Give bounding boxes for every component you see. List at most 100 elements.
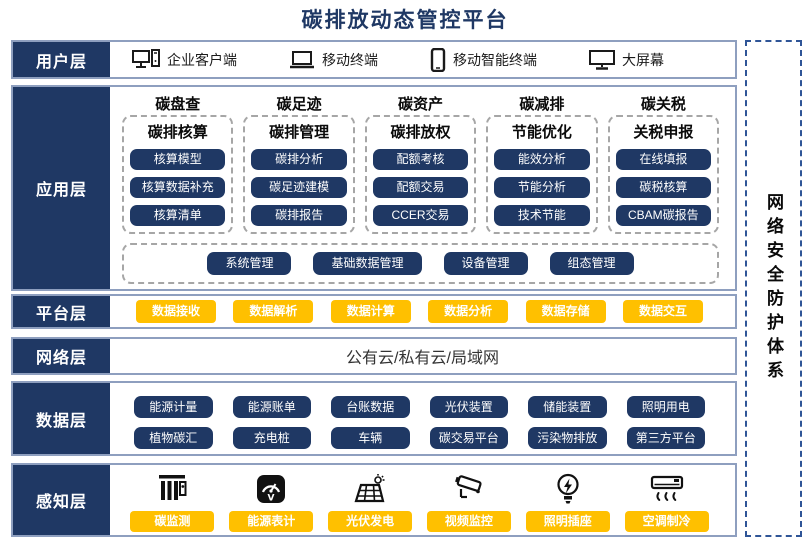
user-layer-label: 用户层 xyxy=(13,42,110,77)
smartphone-icon xyxy=(430,47,446,72)
application-layer-row: 应用层 碳盘查 碳排核算 核算模型 核算数据补充 核算清单 碳足迹 碳排管理 碳… xyxy=(11,85,737,291)
cctv-camera-icon xyxy=(451,470,487,506)
data-source-button: 储能装置 xyxy=(528,396,607,418)
perception-item-label: 空调制冷 xyxy=(624,511,709,532)
network-layer-label: 网络层 xyxy=(13,339,110,373)
app-module-button: 在线填报 xyxy=(615,149,712,170)
network-security-sidebar: 网络安全防护体系 xyxy=(745,40,802,537)
app-column-box: 碳排放权 配额考核 配额交易 CCER交易 xyxy=(364,115,477,234)
app-module-button: 节能分析 xyxy=(494,177,590,198)
user-terminal-label: 企业客户端 xyxy=(167,51,237,68)
perception-item: 碳监测 xyxy=(130,470,215,532)
carbon-monitor-icon xyxy=(155,470,189,506)
app-group-title: 碳排管理 xyxy=(269,124,330,141)
air-conditioner-icon xyxy=(649,470,685,506)
app-module-button: CCER交易 xyxy=(372,205,469,226)
data-layer-row: 数据层 能源计量 能源账单 台账数据 光伏装置 储能装置 照明用电 植物碳汇 充… xyxy=(11,381,737,456)
data-source-button: 车辆 xyxy=(331,427,410,449)
perception-item-label: 视频监控 xyxy=(426,511,511,532)
data-layer-content: 能源计量 能源账单 台账数据 光伏装置 储能装置 照明用电 植物碳汇 充电桩 车… xyxy=(110,383,735,454)
app-common-button: 设备管理 xyxy=(443,252,528,275)
app-module-button: 碳排分析 xyxy=(251,149,347,170)
platform-capability-button: 数据交互 xyxy=(622,300,703,323)
big-screen-icon xyxy=(589,49,615,71)
data-source-button: 能源计量 xyxy=(134,396,213,418)
app-column-box: 关税申报 在线填报 碳税核算 CBAM碳报告 xyxy=(607,115,720,234)
network-layer-row: 网络层 公有云/私有云/局域网 xyxy=(11,337,737,375)
app-common-button: 组态管理 xyxy=(549,252,634,275)
app-column-box: 碳排核算 核算模型 核算数据补充 核算清单 xyxy=(122,115,234,234)
perception-item: 视频监控 xyxy=(426,470,512,532)
app-column-header: 碳减排 xyxy=(519,96,565,113)
app-common-button: 系统管理 xyxy=(207,252,292,275)
app-module-button: 技术节能 xyxy=(494,205,590,226)
app-column-box: 碳排管理 碳排分析 碳足迹建模 碳排报告 xyxy=(243,115,355,234)
perception-layer-content: 碳监测 V 能源表计 光伏发电 视频监控 照明插座 xyxy=(110,465,735,535)
perception-item: 空调制冷 xyxy=(624,470,709,532)
app-group-title: 碳排放权 xyxy=(390,124,451,141)
app-group-title: 关税申报 xyxy=(633,124,694,141)
platform-capability-button: 数据分析 xyxy=(428,300,509,323)
app-column-carbon-tariff: 碳关税 关税申报 在线填报 碳税核算 CBAM碳报告 xyxy=(607,93,720,234)
app-module-button: 核算数据补充 xyxy=(130,177,226,198)
platform-capability-button: 数据计算 xyxy=(330,300,411,323)
svg-text:V: V xyxy=(268,494,275,504)
app-module-button: 碳足迹建模 xyxy=(251,177,347,198)
perception-item: 照明插座 xyxy=(525,470,610,532)
data-source-button: 充电桩 xyxy=(232,427,311,449)
app-column-header: 碳关税 xyxy=(640,96,686,113)
perception-item-label: 光伏发电 xyxy=(328,511,413,532)
perception-layer-label: 感知层 xyxy=(13,465,110,535)
app-column-header: 碳资产 xyxy=(398,96,444,113)
perception-item: V 能源表计 xyxy=(229,470,314,532)
app-module-button: 配额交易 xyxy=(372,177,469,198)
perception-item-label: 照明插座 xyxy=(525,511,610,532)
data-source-button: 第三方平台 xyxy=(626,427,705,449)
user-terminal-item: 移动终端 xyxy=(289,50,378,70)
user-terminal-item: 大屏幕 xyxy=(589,49,664,71)
app-module-button: 能效分析 xyxy=(494,149,590,170)
user-layer-content: 企业客户端 移动终端 移动智能终端 大屏幕 xyxy=(110,42,735,77)
light-bulb-icon xyxy=(553,470,583,506)
data-source-button: 能源账单 xyxy=(232,396,311,418)
app-common-modules-box: 系统管理 基础数据管理 设备管理 组态管理 xyxy=(122,243,719,284)
data-source-button: 台账数据 xyxy=(331,396,410,418)
app-column-carbon-reduction: 碳减排 节能优化 能效分析 节能分析 技术节能 xyxy=(486,93,598,234)
user-terminal-label: 大屏幕 xyxy=(622,51,664,68)
perception-layer-row: 感知层 碳监测 V 能源表计 光伏发电 视频监控 xyxy=(11,463,737,537)
user-layer-row: 用户层 企业客户端 移动终端 移动智能终端 大屏幕 xyxy=(11,40,737,79)
page-title: 碳排放动态管控平台 xyxy=(301,9,509,32)
user-terminal-item: 移动智能终端 xyxy=(430,47,537,72)
app-common-button: 基础数据管理 xyxy=(313,252,422,275)
app-module-button: 碳排报告 xyxy=(251,205,347,226)
application-layer-content: 碳盘查 碳排核算 核算模型 核算数据补充 核算清单 碳足迹 碳排管理 碳排分析 … xyxy=(110,87,735,289)
user-terminal-label: 移动终端 xyxy=(322,51,378,68)
perception-item: 光伏发电 xyxy=(328,470,413,532)
platform-capability-button: 数据解析 xyxy=(233,300,314,323)
energy-meter-icon: V xyxy=(254,470,288,506)
user-terminal-label: 移动智能终端 xyxy=(453,51,537,68)
platform-capability-button: 数据存储 xyxy=(525,300,606,323)
application-columns: 碳盘查 碳排核算 核算模型 核算数据补充 核算清单 碳足迹 碳排管理 碳排分析 … xyxy=(110,87,735,234)
data-source-button: 照明用电 xyxy=(626,396,705,418)
app-group-title: 节能优化 xyxy=(511,124,572,141)
app-column-carbon-inventory: 碳盘查 碳排核算 核算模型 核算数据补充 核算清单 xyxy=(122,93,234,234)
data-source-button: 污染物排放 xyxy=(528,427,607,449)
data-source-button: 碳交易平台 xyxy=(429,427,508,449)
app-group-title: 碳排核算 xyxy=(147,124,208,141)
app-module-button: 碳税核算 xyxy=(615,177,712,198)
desktop-pc-icon xyxy=(132,48,160,71)
platform-layer-label: 平台层 xyxy=(13,296,110,327)
laptop-icon xyxy=(289,50,315,70)
app-module-button: 核算清单 xyxy=(130,205,226,226)
platform-capability-button: 数据接收 xyxy=(136,300,217,323)
platform-layer-content: 数据接收 数据解析 数据计算 数据分析 数据存储 数据交互 xyxy=(110,296,735,327)
data-source-button: 植物碳汇 xyxy=(134,427,213,449)
data-layer-label: 数据层 xyxy=(13,383,110,454)
network-security-label: 网络安全防护体系 xyxy=(764,192,783,385)
app-module-button: CBAM碳报告 xyxy=(615,205,712,226)
app-module-button: 核算模型 xyxy=(130,149,226,170)
app-column-box: 节能优化 能效分析 节能分析 技术节能 xyxy=(486,115,598,234)
application-layer-label: 应用层 xyxy=(13,87,110,289)
app-column-header: 碳足迹 xyxy=(276,96,322,113)
